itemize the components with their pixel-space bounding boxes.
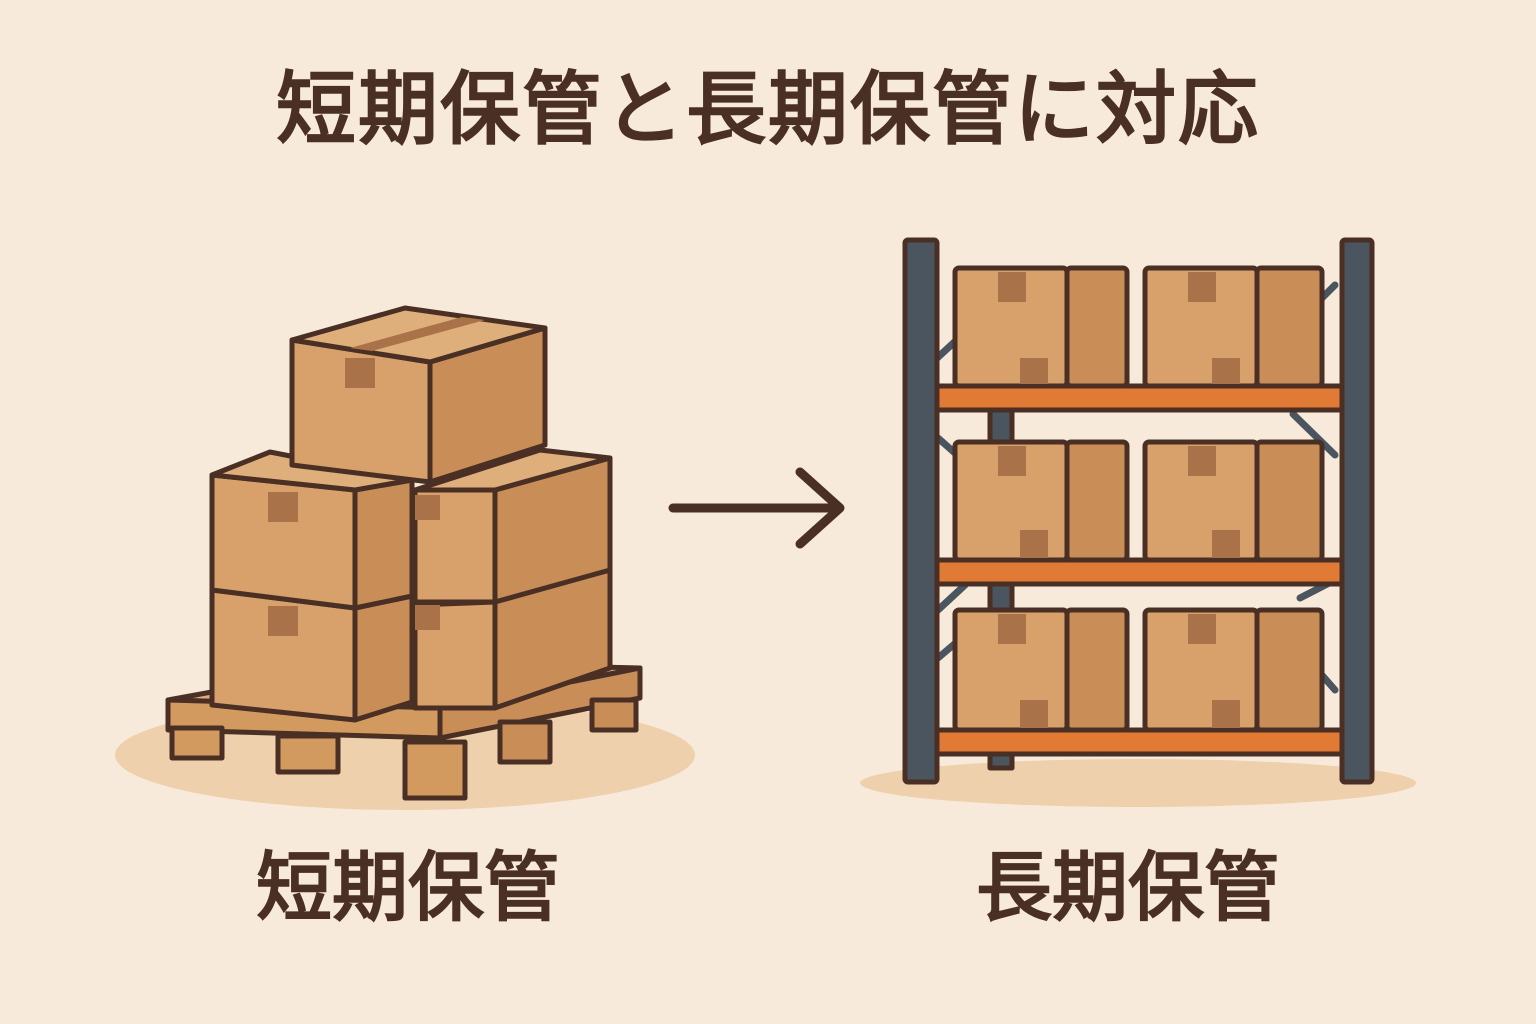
shelf-beam-middle [934, 557, 1345, 587]
storage-rack-illustration [860, 237, 1416, 807]
box [952, 607, 1130, 733]
box [952, 265, 1130, 389]
box [412, 447, 613, 605]
box [1142, 439, 1325, 563]
arrow-right-icon [668, 467, 845, 549]
box [289, 305, 548, 485]
shelf-beam-bottom [934, 727, 1345, 757]
page-title: 短期保管と長期保管に対応 [276, 63, 1260, 156]
rack-upright-left [902, 237, 940, 785]
pallet-boxes-illustration [115, 305, 695, 810]
shelf-beam-top [934, 383, 1345, 413]
rack-upright-right [1339, 237, 1375, 785]
long-term-label: 長期保管 [976, 843, 1280, 932]
box [209, 587, 415, 723]
box [209, 449, 415, 611]
short-term-label: 短期保管 [256, 843, 560, 932]
box [952, 439, 1130, 563]
ground-shadow [860, 759, 1416, 807]
box [1142, 607, 1325, 733]
box [1142, 265, 1325, 389]
